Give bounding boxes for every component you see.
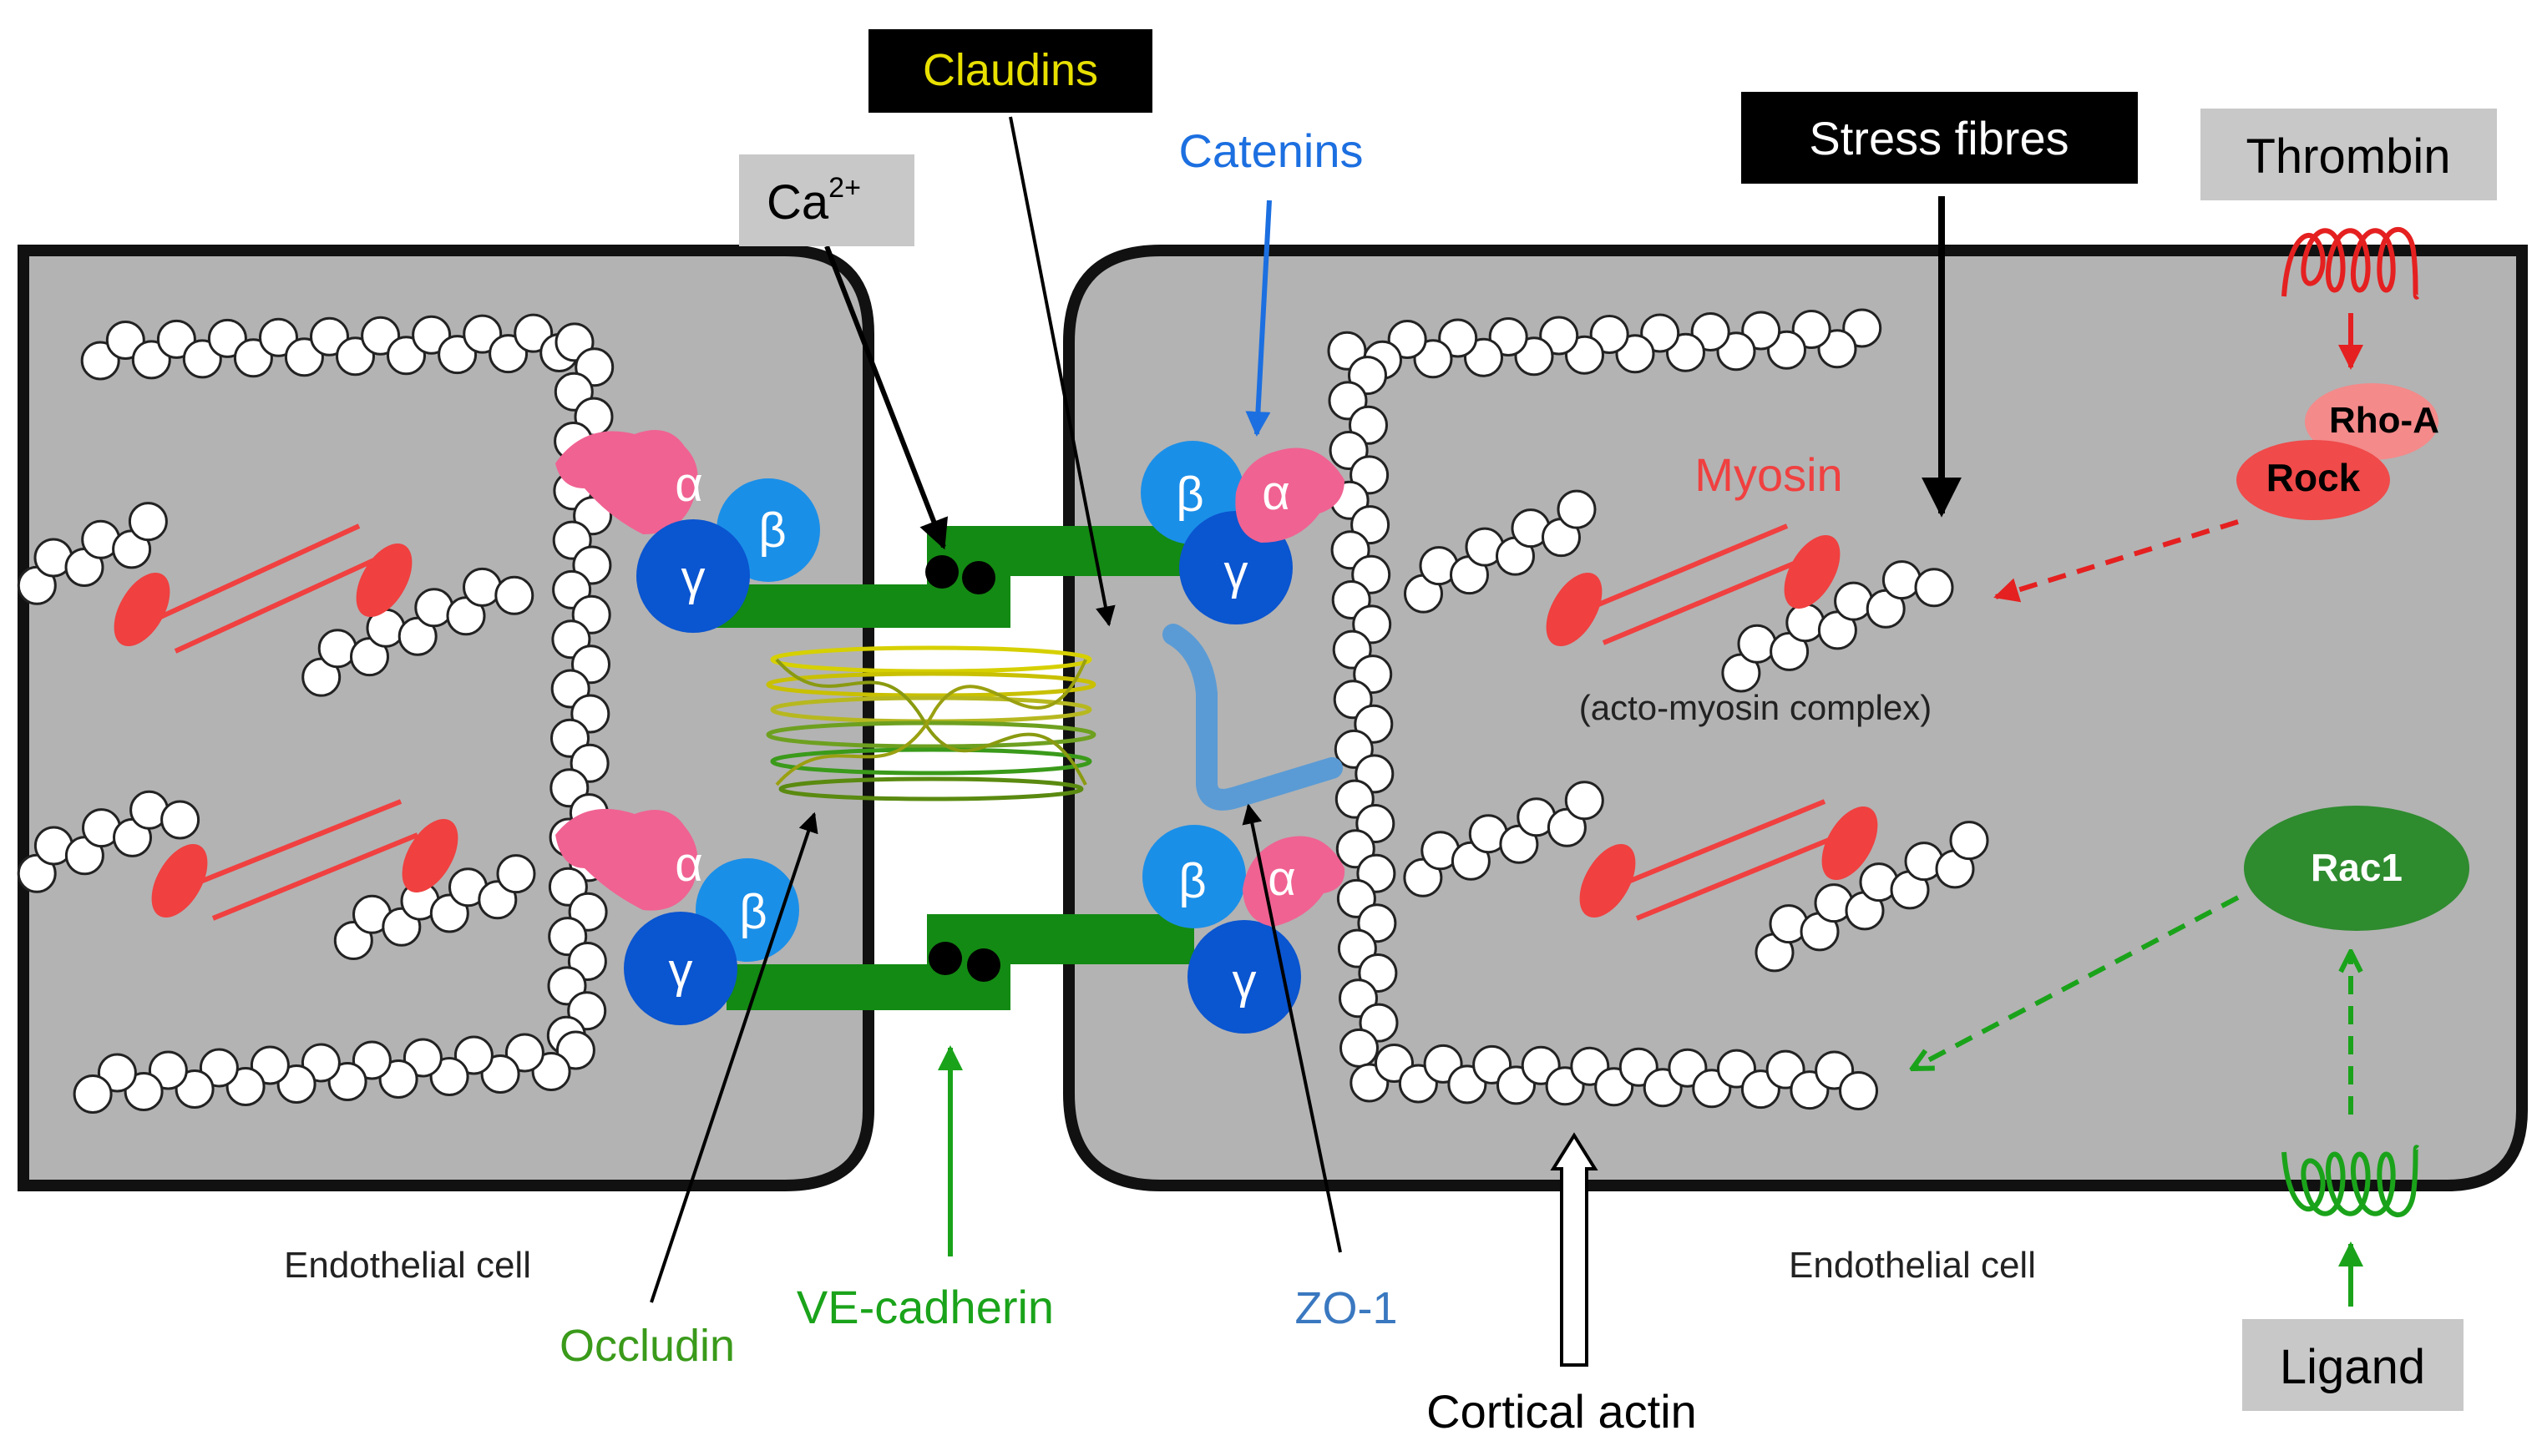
actin-stress-left-2 — [301, 567, 534, 697]
thrombin-label-box: Thrombin — [2200, 109, 2497, 200]
actin-stress-right-4 — [1755, 821, 1989, 973]
claudins-label-box: Claudins — [868, 29, 1152, 113]
calcium-ions — [925, 555, 1000, 982]
gamma-symbol: γ — [681, 551, 706, 605]
myosin-left-lower — [151, 799, 458, 921]
cortical-actin-label: Cortical actin — [1426, 1385, 1697, 1438]
ca-label: Ca — [767, 175, 829, 230]
actin-stress-left-3 — [17, 790, 200, 893]
ca-label-box: Ca2+ — [739, 154, 914, 246]
gamma-symbol: γ — [669, 943, 693, 998]
gamma-symbol: γ — [1233, 954, 1257, 1009]
claudin-occludin-strands — [766, 645, 1096, 801]
actin-stress-right-2 — [1721, 560, 1954, 693]
rock-label: Rock — [2266, 456, 2361, 499]
ve-cadherin-complex — [706, 526, 1194, 1010]
zo1-label: ZO-1 — [1294, 1283, 1397, 1333]
rho-rock-pathway: Rho-A Rock — [2236, 383, 2439, 520]
acto-myosin-label: (acto-myosin complex) — [1579, 688, 1932, 727]
ligand-receptor — [2281, 1145, 2420, 1218]
rac1-node: Rac1 — [2244, 806, 2469, 931]
ve-cadherin-label: VE-cadherin — [797, 1281, 1054, 1333]
myosin-label: Myosin — [1694, 448, 1842, 501]
catenin-complex-left-upper: α β γ — [555, 430, 820, 633]
ca-superscript: 2+ — [828, 172, 861, 204]
rac1-label: Rac1 — [2311, 846, 2403, 889]
claudins-label: Claudins — [923, 45, 1098, 95]
left-endothelial-cell — [18, 245, 874, 1191]
svg-text:Ca2+: Ca2+ — [767, 172, 861, 230]
alpha-symbol: α — [1262, 466, 1290, 520]
endothelial-cell-right-label: Endothelial cell — [1789, 1245, 2036, 1286]
actin-cortical-right — [1327, 308, 1882, 1110]
catenins-label: Catenins — [1178, 124, 1363, 177]
stress-fibres-label-box: Stress fibres — [1741, 92, 2138, 184]
stress-fibres-label: Stress fibres — [1809, 112, 2069, 164]
actin-stress-left-1 — [17, 502, 168, 605]
beta-symbol: β — [1176, 468, 1203, 522]
catenin-complex-right-upper: β α γ — [1141, 441, 1344, 624]
cortical-actin-pointer — [1550, 1132, 1598, 1367]
thrombin-receptor — [2281, 226, 2420, 300]
endothelial-cell-left-label: Endothelial cell — [284, 1245, 531, 1286]
myosin-left-upper — [114, 523, 413, 654]
arrows — [650, 116, 2363, 1367]
right-endothelial-cell — [1063, 245, 2528, 1191]
zo-1-protein — [1162, 624, 1343, 811]
beta-symbol: β — [739, 885, 767, 939]
beta-symbol: β — [1178, 854, 1206, 908]
zo1-pointer — [1242, 803, 1342, 1253]
occludin-pointer — [650, 811, 818, 1303]
catenins-pointer — [1245, 200, 1272, 437]
ligand-label: Ligand — [2280, 1340, 2425, 1394]
occludin-label: Occludin — [560, 1321, 735, 1371]
gamma-symbol: γ — [1224, 545, 1248, 599]
alpha-symbol: α — [675, 837, 703, 892]
actin-stress-left-4 — [333, 854, 536, 960]
myosin-filaments — [114, 523, 1878, 921]
thrombin-label: Thrombin — [2246, 129, 2451, 184]
rock-to-myosin-arrow — [1993, 519, 2239, 603]
actin-stress-right-1 — [1404, 489, 1597, 614]
myosin-right-upper — [1546, 523, 1841, 647]
alpha-symbol: α — [1268, 852, 1296, 906]
actin-stress-right-3 — [1403, 781, 1604, 897]
ligand-label-box: Ligand — [2242, 1319, 2464, 1411]
claudins-pointer — [1009, 116, 1116, 627]
alpha-symbol: α — [675, 458, 703, 512]
rho-a-label: Rho-A — [2329, 400, 2439, 441]
myosin-right-lower — [1579, 799, 1878, 921]
ca-pointer — [824, 245, 949, 550]
beta-symbol: β — [758, 503, 786, 558]
rac1-to-cortical-actin-arrow — [1912, 895, 2240, 1069]
